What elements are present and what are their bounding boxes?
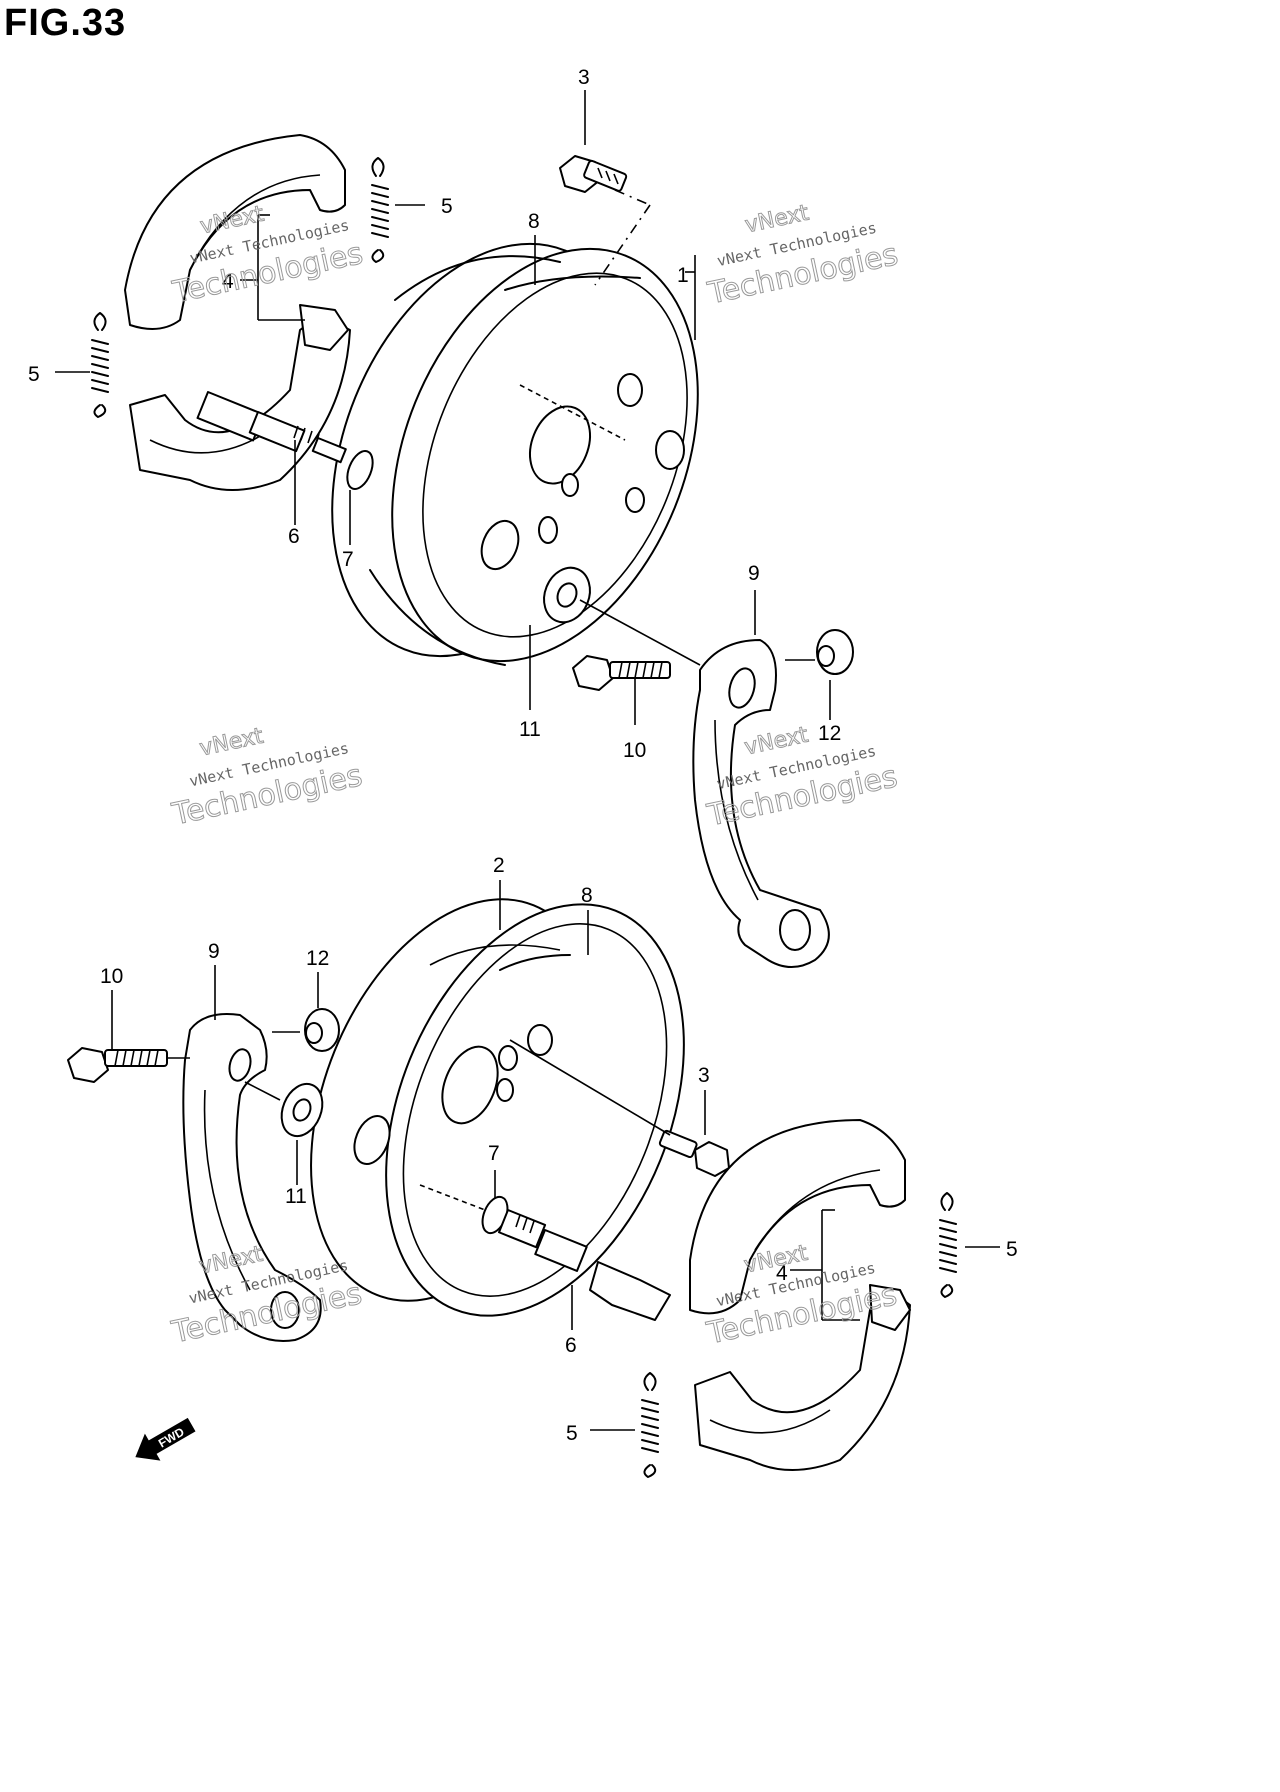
callout-2: 2 (493, 854, 505, 877)
upper-cam-shaft[interactable] (196, 391, 347, 464)
callout-4-lower: 4 (776, 1262, 788, 1285)
lower-brake-lever[interactable] (182, 1013, 322, 1342)
callout-1: 1 (677, 264, 689, 287)
fwd-arrow-icon: FWD (135, 1417, 196, 1461)
callout-5-upper-right: 5 (441, 195, 453, 218)
callout-7-upper: 7 (342, 548, 354, 571)
upper-cam-washer[interactable] (342, 447, 377, 492)
svg-text:vNext: vNext (197, 724, 265, 762)
lower-drum-bolt[interactable] (658, 1129, 730, 1177)
callout-8-upper: 8 (528, 210, 540, 233)
callout-4-upper: 4 (222, 270, 234, 293)
callout-9-upper: 9 (748, 562, 760, 585)
upper-spring-right[interactable] (371, 157, 389, 263)
callout-5-lower-right: 5 (1006, 1238, 1018, 1261)
callout-6-lower: 6 (565, 1334, 577, 1357)
upper-brake-shoe-bottom[interactable] (129, 304, 351, 491)
lower-washer-12[interactable] (304, 1008, 340, 1052)
lower-lever-bolt[interactable] (67, 1047, 168, 1083)
lower-leader-lines (111, 880, 1000, 1431)
upper-washer-12[interactable] (816, 629, 854, 675)
upper-brake-lever[interactable] (692, 639, 830, 968)
callout-7-lower: 7 (488, 1142, 500, 1165)
callout-8-lower: 8 (581, 884, 593, 907)
callout-5-lower-left: 5 (566, 1422, 578, 1445)
lower-washer-11[interactable] (274, 1078, 329, 1142)
callout-12-upper: 12 (818, 722, 841, 745)
callout-3-upper: 3 (578, 66, 590, 89)
callout-11-lower: 11 (285, 1185, 307, 1208)
callout-10-upper: 10 (623, 739, 646, 762)
lower-brake-shoe-top[interactable] (689, 1119, 906, 1315)
callout-11-upper: 11 (519, 718, 541, 741)
callout-9-lower: 9 (208, 940, 220, 963)
upper-washer-11[interactable] (536, 561, 598, 629)
callout-5-upper-left: 5 (28, 363, 40, 386)
watermark-mid-left: vNext vNext Technologies Technologies (168, 723, 366, 833)
figure-title: FIG.33 (4, 2, 127, 44)
watermark-top-right: vNext vNext Technologies Technologies (704, 200, 902, 312)
lower-cam-shaft[interactable] (498, 1209, 671, 1321)
lower-spring-right[interactable] (939, 1192, 957, 1298)
upper-spring-left[interactable] (91, 312, 109, 418)
lower-brake-shoe-bottom[interactable] (694, 1284, 911, 1471)
svg-text:vNext: vNext (743, 201, 811, 239)
callout-10-lower: 10 (100, 965, 123, 988)
upper-o-ring[interactable] (504, 275, 641, 291)
callout-12-lower: 12 (306, 947, 329, 970)
upper-lever-bolt[interactable] (572, 655, 671, 691)
callout-3-lower: 3 (698, 1064, 710, 1087)
upper-brake-drum[interactable] (275, 198, 756, 707)
upper-drum-bolt[interactable] (559, 155, 628, 193)
upper-brake-shoe-top[interactable] (124, 134, 346, 330)
upper-leader-lines (55, 90, 831, 725)
svg-text:vNext: vNext (742, 723, 810, 761)
lower-o-ring[interactable] (499, 954, 571, 971)
callout-6-upper: 6 (288, 525, 300, 548)
lower-spring-left[interactable] (641, 1372, 659, 1478)
lower-brake-drum[interactable] (256, 857, 741, 1360)
